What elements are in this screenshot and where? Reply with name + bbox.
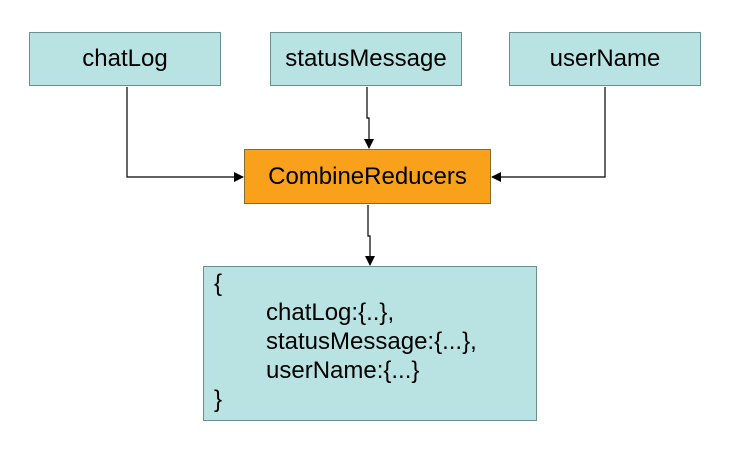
state-field-username: userName:{...} [266,357,420,384]
connector-combine-to-output [365,205,375,266]
state-field-chatlog: chatLog:{..}, [266,299,395,326]
statusmessage-reducer-label: statusMessage [285,45,447,72]
username-reducer-label: userName [549,45,661,72]
combine-reducers-box: CombineReducers [244,149,491,204]
connector-statusmessage-to-combine [364,87,374,149]
state-close-brace: } [214,386,223,413]
connector-username-to-combine [491,87,606,182]
chatlog-reducer-label: chatLog [82,45,168,72]
connector-chatlog-to-combine [126,87,244,182]
state-field-statusmessage: statusMessage:{...}, [266,328,477,355]
statusmessage-reducer-box: statusMessage [270,32,462,86]
chatlog-reducer-box: chatLog [29,32,221,86]
state-open-brace: { [214,270,223,297]
combined-state-box: { chatLog:{..}, statusMessage:{...}, use… [203,266,537,421]
username-reducer-box: userName [509,32,701,86]
combine-reducers-label: CombineReducers [268,162,467,190]
